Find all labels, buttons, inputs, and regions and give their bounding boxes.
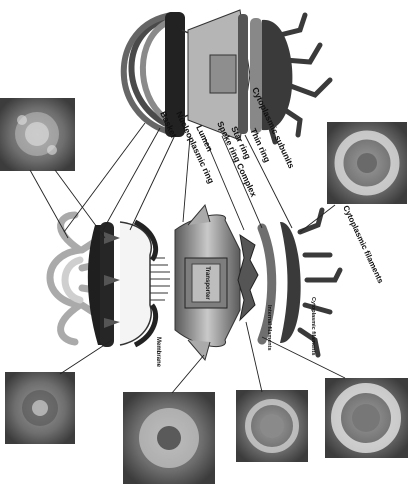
lumen-component xyxy=(120,222,170,345)
assembled-star-ring xyxy=(238,14,248,134)
transporter-label: Transporter xyxy=(204,266,210,300)
micrograph-spoke xyxy=(123,392,215,484)
micrograph-cytoplasmic-bottom xyxy=(325,378,408,458)
cytoplasmic-component xyxy=(280,210,340,355)
micrograph-star-ring xyxy=(236,390,308,462)
label-cytoplasmic-filaments-small: Cytoplasmic filaments xyxy=(310,297,316,355)
assembled-thin-ring xyxy=(250,18,262,133)
star-ring-component xyxy=(238,235,258,320)
assembled-pore xyxy=(124,10,330,142)
label-internal-filaments: Internal filaments xyxy=(266,305,272,351)
micrograph-basket xyxy=(0,98,75,171)
spoke-ring-complex-component: Transporter xyxy=(175,205,240,360)
label-thin-ring: Thin ring xyxy=(248,127,272,164)
assembled-transporter xyxy=(210,55,236,93)
label-membrane: Membrane xyxy=(155,337,161,368)
micrograph-membrane xyxy=(5,372,75,444)
nucleoplasmic-ring-component xyxy=(88,222,120,347)
label-cytoplasmic-filaments: Cytoplasmic filaments xyxy=(341,204,385,285)
micrograph-cytoplasmic-top xyxy=(327,122,407,204)
